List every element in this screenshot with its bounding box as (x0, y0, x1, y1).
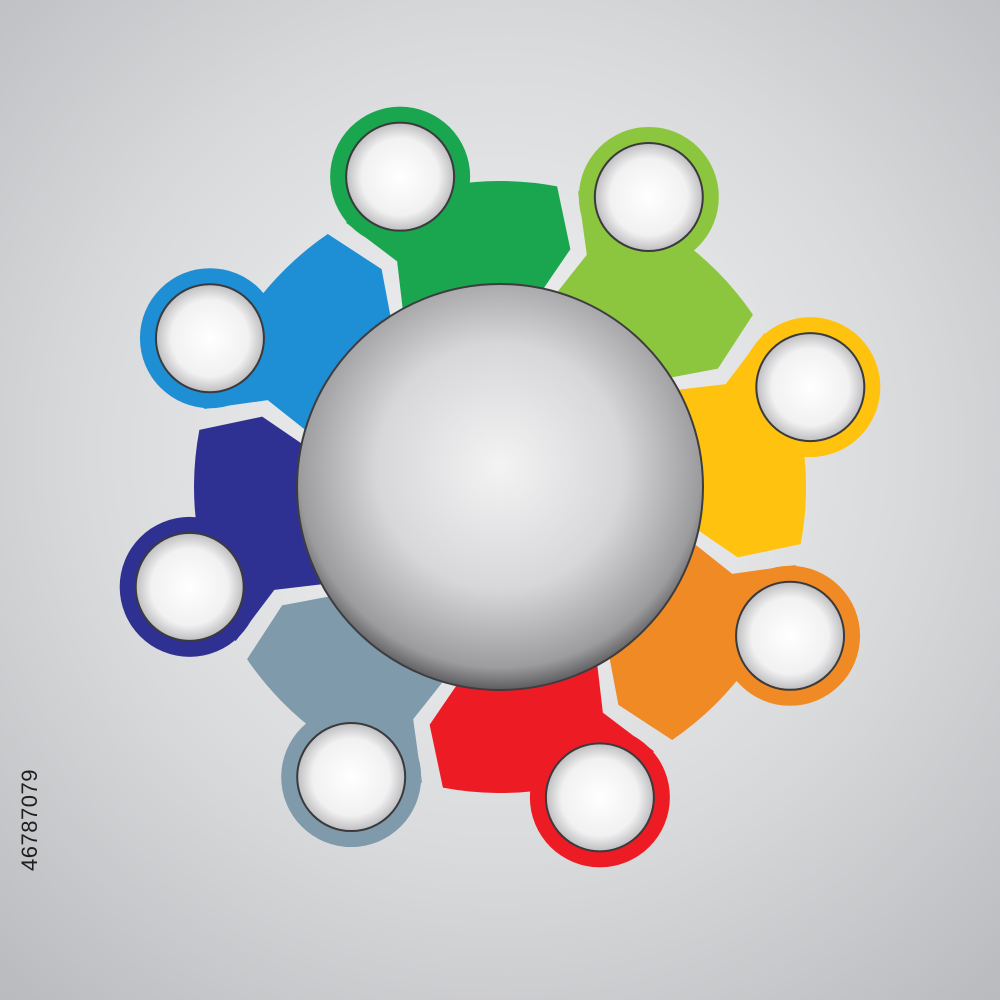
node-circle-light-blue (154, 283, 265, 394)
node-circle-dark-green (345, 121, 456, 232)
node-circle-navy-blue (134, 531, 245, 642)
diagram-node-circles (119, 106, 881, 868)
node-circle-lime-green (593, 141, 704, 252)
node-circle-yellow (755, 332, 866, 443)
node-circle-orange (735, 580, 846, 691)
node-circle-red (544, 742, 655, 853)
center-hub-circle (296, 283, 704, 691)
node-circle-gray-blue (296, 722, 407, 833)
